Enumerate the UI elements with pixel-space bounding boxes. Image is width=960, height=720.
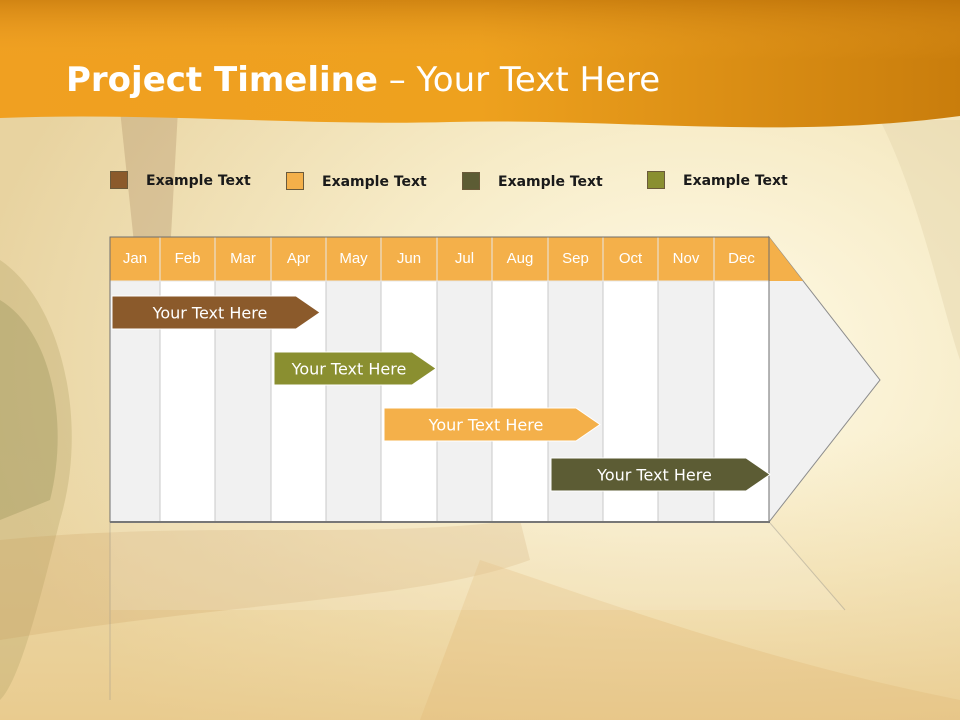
legend-swatch [110,171,128,189]
legend-label: Example Text [322,174,427,190]
title-rest: – Your Text Here [377,60,661,100]
month-label: Jul [454,250,475,267]
month-header-cell [109,236,161,282]
legend-swatch [647,171,665,189]
month-column [491,280,549,523]
month-column [380,280,438,523]
month-label: Nov [672,250,700,267]
task-bar-label: Your Text Here [428,416,544,435]
legend-swatch [462,172,480,190]
timeline-arrow-head-cap [769,237,803,281]
month-label: Aug [506,250,534,267]
month-label: Jun [396,250,422,267]
task-bar-label: Your Text Here [291,360,407,379]
task-bar [111,295,321,330]
task-bar-label: Your Text Here [596,466,712,485]
month-header-cell [491,236,549,282]
task-bar [273,351,437,386]
month-label: Feb [174,250,201,267]
task-bar-label: Your Text Here [152,304,268,323]
month-label: Sep [562,250,589,267]
title-bold: Project Timeline [66,60,378,100]
month-label: Apr [286,250,311,267]
legend-label: Example Text [683,173,788,189]
month-header-cell [214,236,272,282]
month-column [436,280,493,523]
timeline-reflection [109,522,846,700]
month-label: Jan [122,250,148,267]
month-header-cell [380,236,438,282]
month-label: Oct [618,250,643,267]
month-label: May [339,250,368,267]
task-bar [550,457,771,492]
legend-label: Example Text [146,173,251,189]
month-label: Mar [230,250,256,267]
month-column [325,280,382,523]
month-header-cell [436,236,493,282]
legend-swatch [286,172,304,190]
month-label: Dec [728,250,755,267]
slide-title: Project Timeline – Your Text Here [66,60,660,100]
legend-label: Example Text [498,174,603,190]
month-header-cell [270,236,327,282]
task-bar [383,407,601,442]
